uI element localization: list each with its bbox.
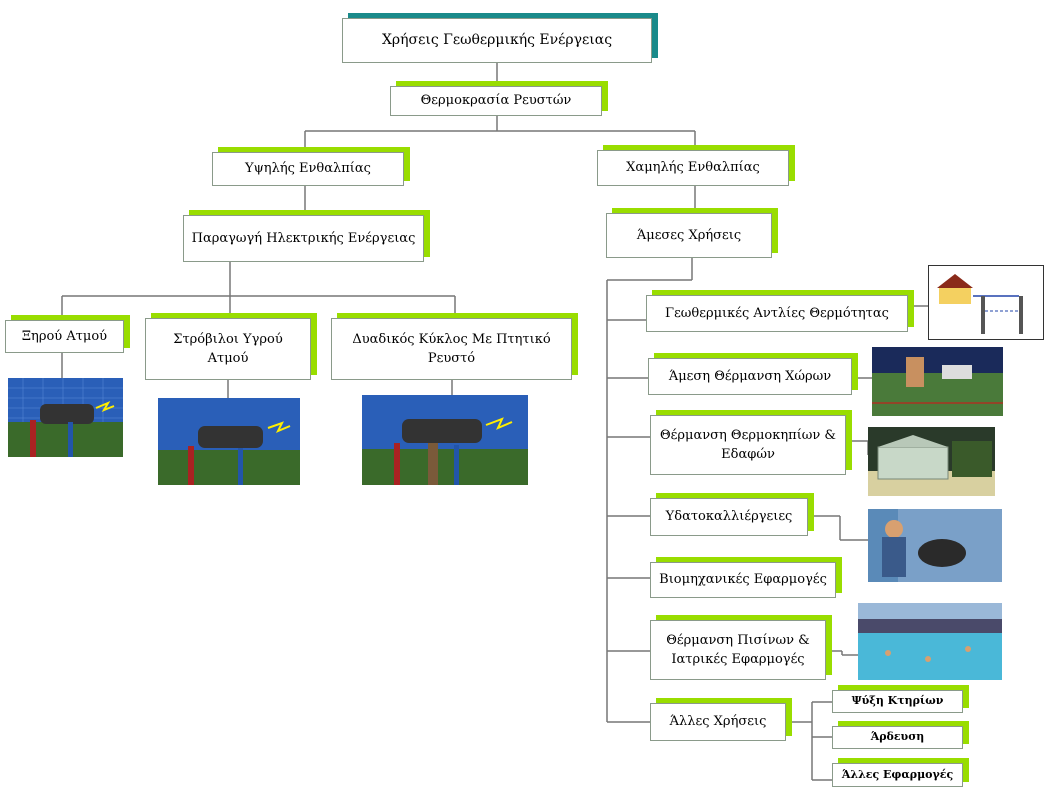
electricity-production-node: Παραγωγή Ηλεκτρικής Ενέργειας (183, 215, 424, 262)
aquaculture-image (868, 509, 1002, 582)
direct-uses-node: Άμεσες Χρήσεις (606, 213, 772, 258)
dry-steam-label: Ξηρού Ατμού (21, 328, 108, 344)
dry-steam-plant-image (8, 378, 123, 457)
building-cooling-node: Ψύξη Κτηρίων (832, 690, 963, 713)
greenhouse-image (868, 427, 995, 496)
aquaculture-label: Υδατοκαλλιέργειες (665, 509, 793, 525)
flash-steam-node: Στρόβιλοι Υγρού Ατμού (145, 318, 311, 380)
greenhouse-heating-label: Θέρμανση Θερμοκηπίων & Εδαφών (659, 427, 837, 463)
greenhouse-heating-node: Θέρμανση Θερμοκηπίων & Εδαφών (650, 415, 846, 475)
aquaculture-node: Υδατοκαλλιέργειες (650, 498, 808, 536)
heat-pump-house-image (928, 265, 1044, 340)
other-uses-label: Άλλες Χρήσεις (669, 714, 767, 730)
pool-heating-node: Θέρμανση Πισίνων & Ιατρικές Εφαρμογές (650, 620, 826, 680)
dry-steam-node: Ξηρού Ατμού (5, 320, 124, 353)
root-node: Χρήσεις Γεωθερμικής Ενέργειας (342, 18, 652, 63)
temperature-label: Θερμοκρασία Ρευστών (420, 93, 572, 109)
industrial-label: Βιομηχανικές Εφαρμογές (659, 572, 827, 588)
high-enthalpy-label: Υψηλής Ενθαλπίας (245, 161, 371, 177)
heat-pumps-node: Γεωθερμικές Αντλίες Θερμότητας (646, 295, 908, 332)
space-heating-label: Άμεση Θέρμανση Χώρων (668, 368, 832, 384)
flash-steam-label: Στρόβιλοι Υγρού Ατμού (173, 331, 283, 367)
low-enthalpy-label: Χαμηλής Ενθαλπίας (626, 160, 760, 176)
building-cooling-label: Ψύξη Κτηρίων (851, 694, 944, 708)
electricity-production-label: Παραγωγή Ηλεκτρικής Ενέργειας (191, 230, 416, 246)
swimming-pool-image (858, 603, 1002, 680)
binary-cycle-plant-image (362, 395, 528, 485)
low-enthalpy-node: Χαμηλής Ενθαλπίας (597, 150, 789, 186)
binary-cycle-label: Δυαδικός Κύκλος Με Πτητικό Ρευστό (352, 331, 551, 367)
direct-uses-label: Άμεσες Χρήσεις (636, 227, 742, 243)
industrial-node: Βιομηχανικές Εφαρμογές (650, 562, 836, 598)
heat-pumps-label: Γεωθερμικές Αντλίες Θερμότητας (665, 305, 889, 321)
binary-cycle-node: Δυαδικός Κύκλος Με Πτητικό Ρευστό (331, 318, 572, 380)
flash-steam-plant-image (158, 398, 300, 485)
temperature-node: Θερμοκρασία Ρευστών (390, 86, 602, 116)
irrigation-label: Άρδευση (870, 730, 925, 744)
other-applications-label: Άλλες Εφαρμογές (841, 767, 954, 781)
root-label: Χρήσεις Γεωθερμικής Ενέργειας (381, 32, 613, 48)
irrigation-node: Άρδευση (832, 726, 963, 749)
district-heating-image (872, 347, 1003, 416)
other-uses-node: Άλλες Χρήσεις (650, 703, 786, 741)
other-applications-node: Άλλες Εφαρμογές (832, 763, 963, 787)
space-heating-node: Άμεση Θέρμανση Χώρων (648, 358, 852, 395)
high-enthalpy-node: Υψηλής Ενθαλπίας (212, 152, 404, 186)
pool-heating-label: Θέρμανση Πισίνων & Ιατρικές Εφαρμογές (666, 632, 810, 668)
